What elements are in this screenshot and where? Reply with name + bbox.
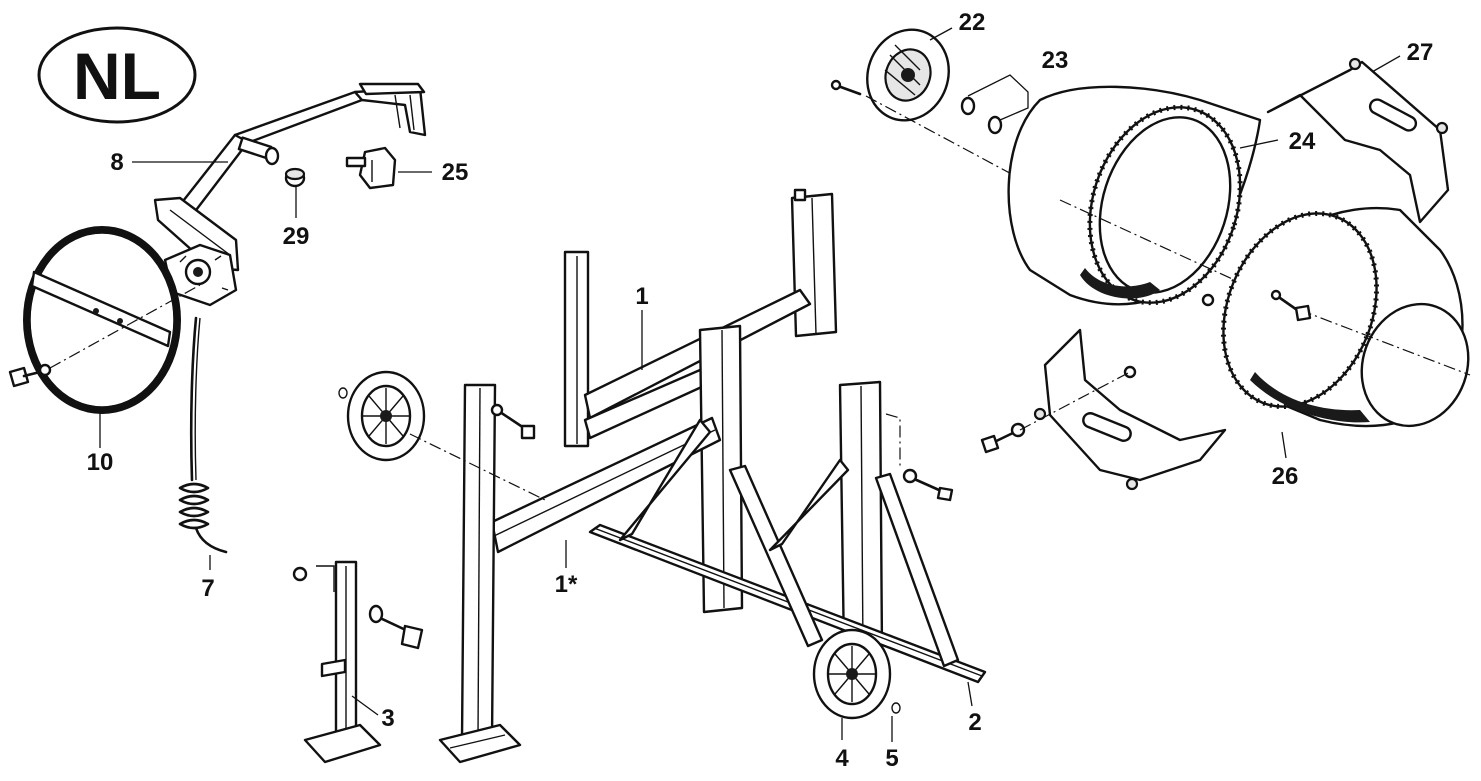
language-badge-text: NL [73, 39, 161, 113]
part-numbers: 1 1* 2 3 4 5 7 8 10 22 23 24 25 26 27 29 [87, 9, 1434, 772]
support-bracket-drawings [980, 57, 1450, 491]
part-number-10: 10 [87, 449, 114, 476]
part-number-23: 23 [1042, 47, 1069, 74]
tilt-arm-drawing [153, 82, 427, 307]
drum-front-drawing [1220, 206, 1471, 428]
part-number-1-star: 1* [555, 571, 578, 598]
part-number-29: 29 [283, 223, 310, 250]
language-badge: NL [37, 26, 197, 124]
part-number-4: 4 [835, 745, 849, 772]
part-number-8: 8 [110, 149, 123, 176]
bushings-drawing [960, 74, 1029, 135]
part-number-3: 3 [381, 705, 394, 732]
part-number-5: 5 [885, 745, 898, 772]
part-number-25: 25 [442, 159, 469, 186]
part-number-7: 7 [201, 575, 214, 602]
cap-drawing [284, 167, 306, 188]
leader-lines [99, 27, 1401, 742]
drum-flange-drawing [830, 28, 1061, 201]
part-number-22: 22 [959, 9, 986, 36]
part-number-2: 2 [968, 709, 981, 736]
part-number-1: 1 [635, 283, 648, 310]
part-number-24: 24 [1289, 128, 1316, 155]
wheel-drawings [338, 370, 901, 720]
spring-pin-drawing [178, 316, 228, 554]
front-leg-drawing [292, 560, 424, 764]
part-number-27: 27 [1407, 39, 1434, 66]
handwheel-drawing [8, 226, 201, 414]
frame-drawing [438, 188, 987, 764]
clamp-drawing [345, 146, 397, 190]
part-number-26: 26 [1272, 463, 1299, 490]
